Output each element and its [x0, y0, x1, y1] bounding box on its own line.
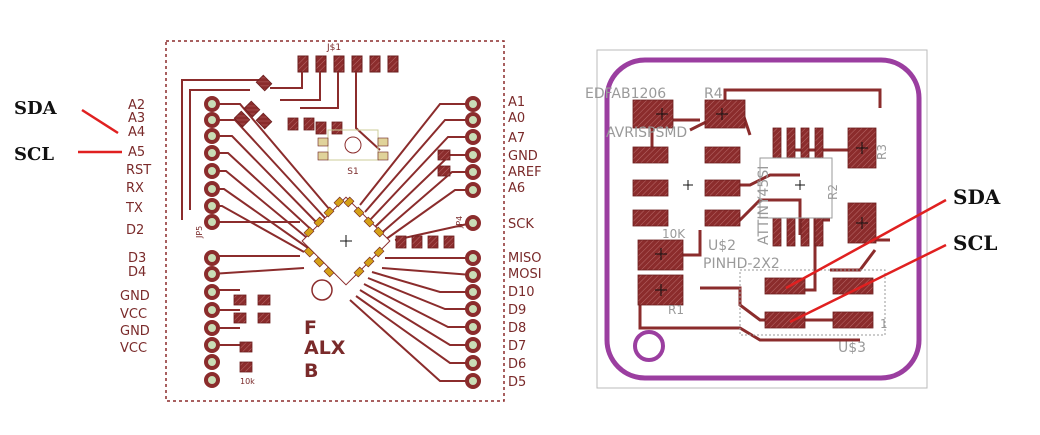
left-sda-arrow	[81, 108, 119, 135]
right-pin-labels: A1 A0 A7 GND AREF A6 SCK MISO MOSI D10 D…	[508, 95, 542, 390]
lower-hole	[311, 279, 333, 301]
pin-label: D8	[508, 321, 526, 336]
pin-label: VCC	[120, 307, 147, 322]
right-header-vias	[465, 96, 481, 389]
label-one: 1	[880, 317, 888, 331]
pin-label: MISO	[508, 251, 542, 266]
pin-label: GND	[120, 289, 150, 304]
pin-label: D5	[508, 375, 526, 390]
pin-label: A5	[128, 145, 145, 160]
label-r3: R3	[875, 144, 889, 160]
right-board-outline	[604, 57, 922, 381]
res-lower-label: 10k	[240, 377, 255, 386]
label-u2: U$2	[708, 238, 736, 254]
pin-label: A2	[128, 98, 145, 113]
pin-label: A1	[508, 95, 525, 110]
switch-label: S1	[347, 167, 358, 177]
pin-label: A4	[128, 125, 145, 140]
small-components	[233, 74, 455, 373]
right-pads	[632, 99, 877, 329]
label-u3: U$3	[838, 340, 866, 356]
left-pin-labels: A2 A3 A4 A5 RST RX TX D2 D3 D4 GND VCC G…	[120, 98, 151, 356]
crosshairs	[655, 108, 868, 296]
label-r1: R1	[668, 303, 684, 317]
fab-logo: F ALX B	[304, 317, 346, 382]
right-sda-callout: SDA	[953, 185, 1001, 209]
switch-s1	[317, 129, 389, 161]
label-ten-k: 10K	[662, 227, 686, 241]
left-sda-callout: SDA	[14, 98, 58, 119]
pin-label: RST	[126, 163, 151, 178]
top-connector	[297, 55, 399, 73]
pin-label: SCK	[508, 217, 534, 232]
logo-line-1: F	[304, 317, 317, 339]
pin-label: D9	[508, 303, 526, 318]
label-edfab: EDFAB1206	[585, 86, 666, 102]
top-connector-label: J$1	[326, 43, 341, 53]
pin-label: A7	[508, 131, 525, 146]
pin-label: A3	[128, 111, 145, 126]
attiny-body	[759, 157, 833, 219]
right-scl-arrow	[789, 243, 947, 324]
pin-label: GND	[120, 324, 150, 339]
left-scl-callout: SCL	[14, 144, 54, 165]
pin-label: A6	[508, 181, 525, 196]
pin-label: D7	[508, 339, 526, 354]
jp-left-label: JP5	[195, 226, 204, 239]
pin-label: TX	[125, 201, 143, 216]
pin-label: D4	[128, 265, 146, 280]
pin-label: D6	[508, 357, 526, 372]
label-r2: R2	[826, 184, 840, 200]
left-board-outline	[165, 40, 505, 402]
pin-label: VCC	[120, 341, 147, 356]
pin-label: A0	[508, 111, 525, 126]
jp-right-label: JP4	[455, 216, 464, 229]
pin-label: D3	[128, 251, 146, 266]
pin-label: GND	[508, 149, 538, 164]
central-chip	[301, 196, 391, 286]
pin-label: MOSI	[508, 267, 542, 282]
pinhd-body	[739, 269, 886, 336]
mounting-hole	[633, 330, 665, 362]
pin-label: AREF	[508, 165, 542, 180]
pin-label: RX	[126, 181, 144, 196]
right-sda-arrow	[785, 198, 947, 290]
logo-line-2: ALX	[304, 337, 346, 359]
right-scl-callout: SCL	[953, 231, 997, 255]
right-board: EDFAB1206 R4 AVRISPSMD R3 10K U$2 PINHD-…	[585, 49, 1001, 389]
label-attiny: ATTINY45SI	[756, 166, 772, 245]
label-r4: R4	[704, 86, 723, 102]
pin-label: D2	[126, 223, 144, 238]
left-board: J$1	[14, 40, 542, 402]
left-header-vias	[204, 96, 220, 388]
right-silk-labels: EDFAB1206 R4 AVRISPSMD R3 10K U$2 PINHD-…	[585, 86, 889, 356]
pin-label: D10	[508, 285, 535, 300]
label-avr: AVRISPSMD	[606, 125, 687, 141]
label-pinhd: PINHD-2X2	[703, 256, 780, 272]
logo-line-3: B	[304, 360, 318, 382]
